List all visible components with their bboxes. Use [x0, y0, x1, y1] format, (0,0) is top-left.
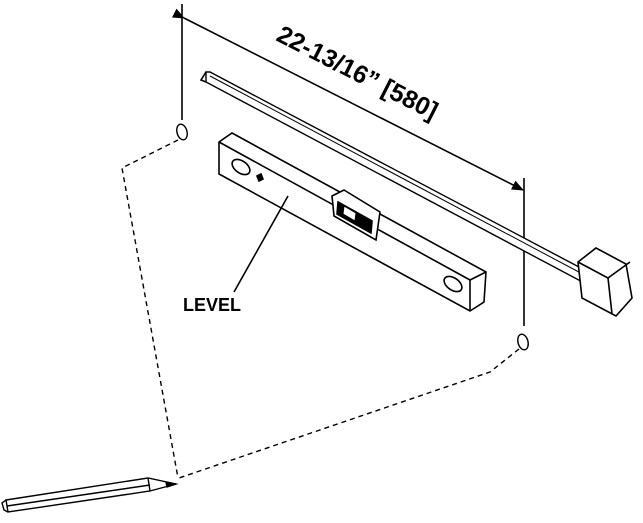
pencil-path-dashed — [121, 139, 520, 479]
dimension-label: 22-13/16” [580] — [272, 20, 442, 125]
drill-hole-mark-icon — [176, 123, 188, 141]
tape-measure-icon — [199, 71, 633, 318]
level-leader-line — [233, 195, 289, 293]
level-label: LEVEL — [183, 295, 241, 315]
level-icon — [218, 132, 487, 312]
dimension-line — [171, 8, 524, 191]
drill-hole-mark-icon — [517, 333, 529, 351]
pencil-icon — [1, 477, 179, 513]
